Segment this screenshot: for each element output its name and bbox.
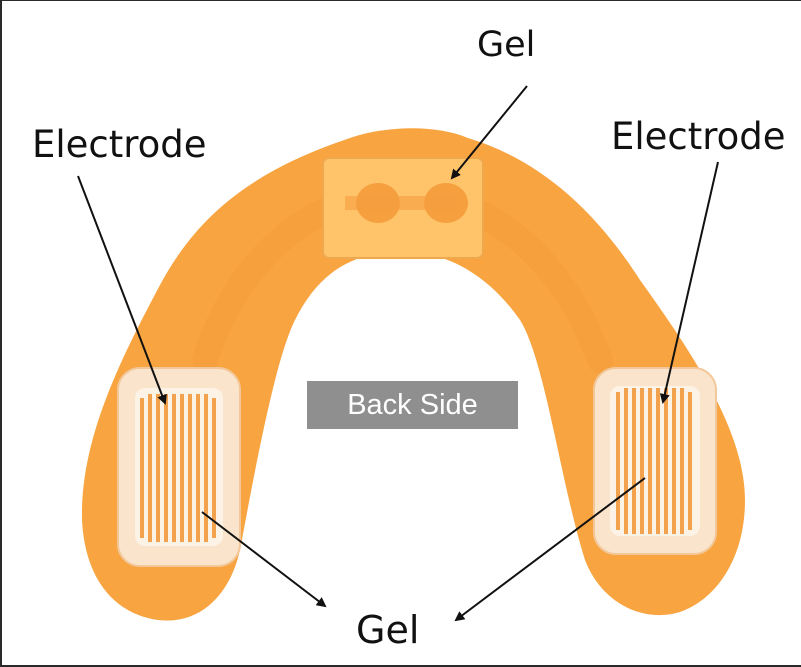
- label-gel-bottom: Gel: [356, 608, 420, 652]
- arrow-gel-top: [450, 85, 528, 180]
- electrode-left: [117, 367, 241, 567]
- arrow-gel-bottom-left: [201, 511, 327, 608]
- back-side-badge: Back Side: [307, 381, 518, 429]
- arrow-electrode-right: [659, 161, 719, 404]
- label-gel-top: Gel: [477, 25, 536, 65]
- arrow-electrode-left: [77, 175, 167, 405]
- gel-patch-top: [322, 157, 484, 259]
- arrow-gel-bottom-right: [454, 477, 646, 622]
- orange-pad: [81, 128, 746, 621]
- electrode-right: [593, 367, 717, 555]
- label-electrode-right: Electrode: [611, 115, 786, 158]
- label-electrode-left: Electrode: [32, 123, 207, 166]
